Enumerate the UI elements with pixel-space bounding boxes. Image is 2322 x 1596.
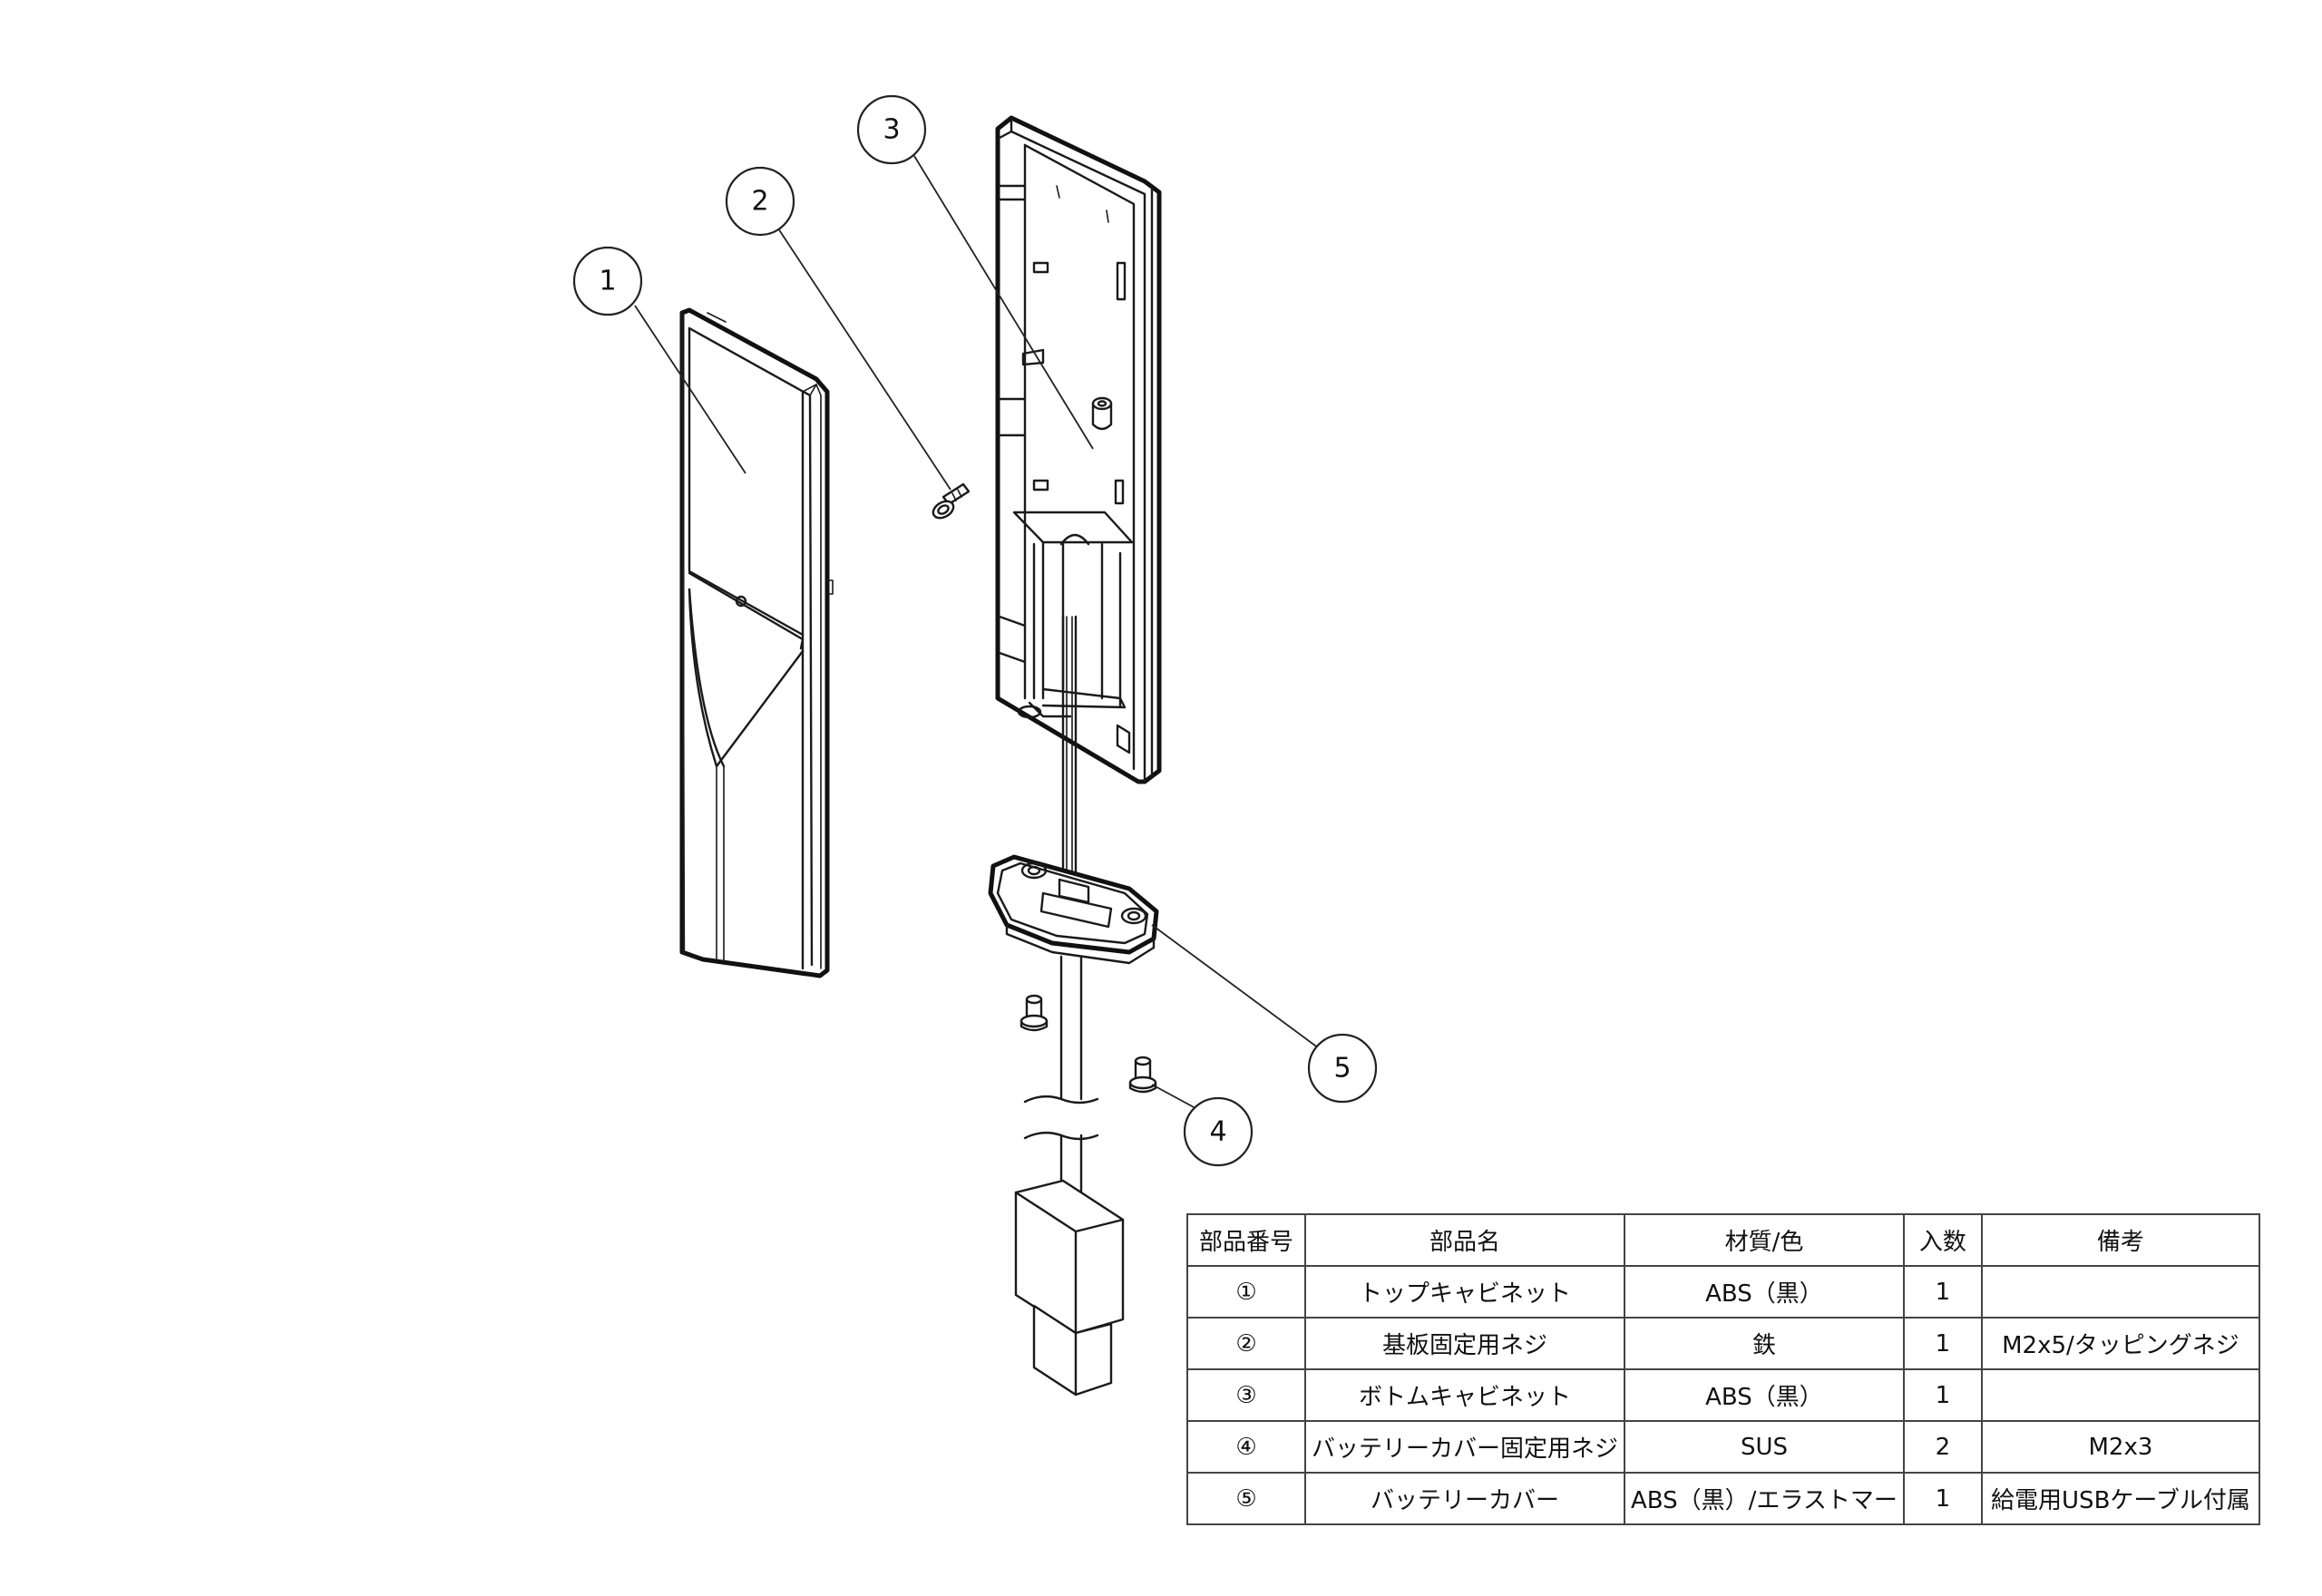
top-cabinet-part <box>679 307 834 978</box>
battery-screws-part <box>1020 994 1157 1094</box>
cell-remarks <box>1980 1265 2260 1319</box>
cell-material: SUS <box>1624 1420 1905 1474</box>
cell-material: ABS（黒）/エラストマー <box>1624 1472 1905 1525</box>
leader-line-2 <box>777 228 951 491</box>
cell-remarks: 給電用USBケーブル付属 <box>1980 1472 2260 1525</box>
leader-line-3 <box>913 155 1094 450</box>
cell-part-name: バッテリーカバー <box>1303 1472 1626 1525</box>
bottom-cabinet-part <box>995 115 1162 784</box>
header-part-name: 部品名 <box>1303 1213 1626 1267</box>
balloon-2-label: 2 <box>751 186 768 218</box>
table-row: ① トップキャビネット ABS（黒） 1 <box>1186 1265 2260 1319</box>
cell-part-name: 基板固定用ネジ <box>1303 1317 1626 1370</box>
cell-part-number: ② <box>1186 1317 1306 1370</box>
table-row: ④ バッテリーカバー固定用ネジ SUS 2 M2x3 <box>1186 1420 2260 1474</box>
header-remarks: 備考 <box>1980 1213 2260 1267</box>
leader-line-4 <box>1151 1084 1196 1109</box>
cell-part-number: ③ <box>1186 1368 1306 1422</box>
cell-part-number: ④ <box>1186 1420 1306 1474</box>
cell-remarks: M2x5/タッピングネジ <box>1980 1317 2260 1370</box>
cell-material: ABS（黒） <box>1624 1368 1905 1422</box>
table-row: ② 基板固定用ネジ 鉄 1 M2x5/タッピングネジ <box>1186 1317 2260 1370</box>
battery-cover-part <box>988 615 1159 1396</box>
board-screw-part <box>932 482 971 520</box>
leader-line-5 <box>1151 924 1320 1049</box>
balloon-1-label: 1 <box>599 266 616 297</box>
balloon-2: 2 <box>725 166 795 237</box>
cell-part-number: ① <box>1186 1265 1306 1319</box>
cell-quantity: 1 <box>1902 1265 1983 1319</box>
cell-part-name: トップキャビネット <box>1303 1265 1626 1319</box>
cell-quantity: 1 <box>1902 1317 1983 1370</box>
cell-quantity: 1 <box>1902 1368 1983 1422</box>
leader-line-1 <box>634 305 746 474</box>
cell-remarks <box>1980 1368 2260 1422</box>
cell-part-number: ⑤ <box>1186 1472 1306 1525</box>
header-material: 材質/色 <box>1624 1213 1905 1267</box>
cell-part-name: ボトムキャビネット <box>1303 1368 1626 1422</box>
header-quantity: 入数 <box>1902 1213 1983 1267</box>
table-header-row: 部品番号 部品名 材質/色 入数 備考 <box>1186 1213 2260 1267</box>
balloon-3-label: 3 <box>883 114 900 146</box>
balloon-4: 4 <box>1183 1096 1254 1167</box>
cell-remarks: M2x3 <box>1980 1420 2260 1474</box>
balloon-4-label: 4 <box>1209 1116 1226 1148</box>
table-row: ⑤ バッテリーカバー ABS（黒）/エラストマー 1 給電用USBケーブル付属 <box>1186 1472 2260 1525</box>
balloon-3: 3 <box>856 94 927 165</box>
cell-quantity: 1 <box>1902 1472 1983 1525</box>
cell-material: ABS（黒） <box>1624 1265 1905 1319</box>
cell-material: 鉄 <box>1624 1317 1905 1370</box>
balloon-1: 1 <box>572 246 643 316</box>
cell-part-name: バッテリーカバー固定用ネジ <box>1303 1420 1626 1474</box>
table-row: ③ ボトムキャビネット ABS（黒） 1 <box>1186 1368 2260 1422</box>
header-part-number: 部品番号 <box>1186 1213 1306 1267</box>
balloon-5: 5 <box>1307 1033 1378 1104</box>
balloon-5-label: 5 <box>1333 1053 1351 1085</box>
cell-quantity: 2 <box>1902 1420 1983 1474</box>
parts-list-table: 部品番号 部品名 材質/色 入数 備考 ① トップキャビネット ABS（黒） 1… <box>1186 1213 2260 1525</box>
